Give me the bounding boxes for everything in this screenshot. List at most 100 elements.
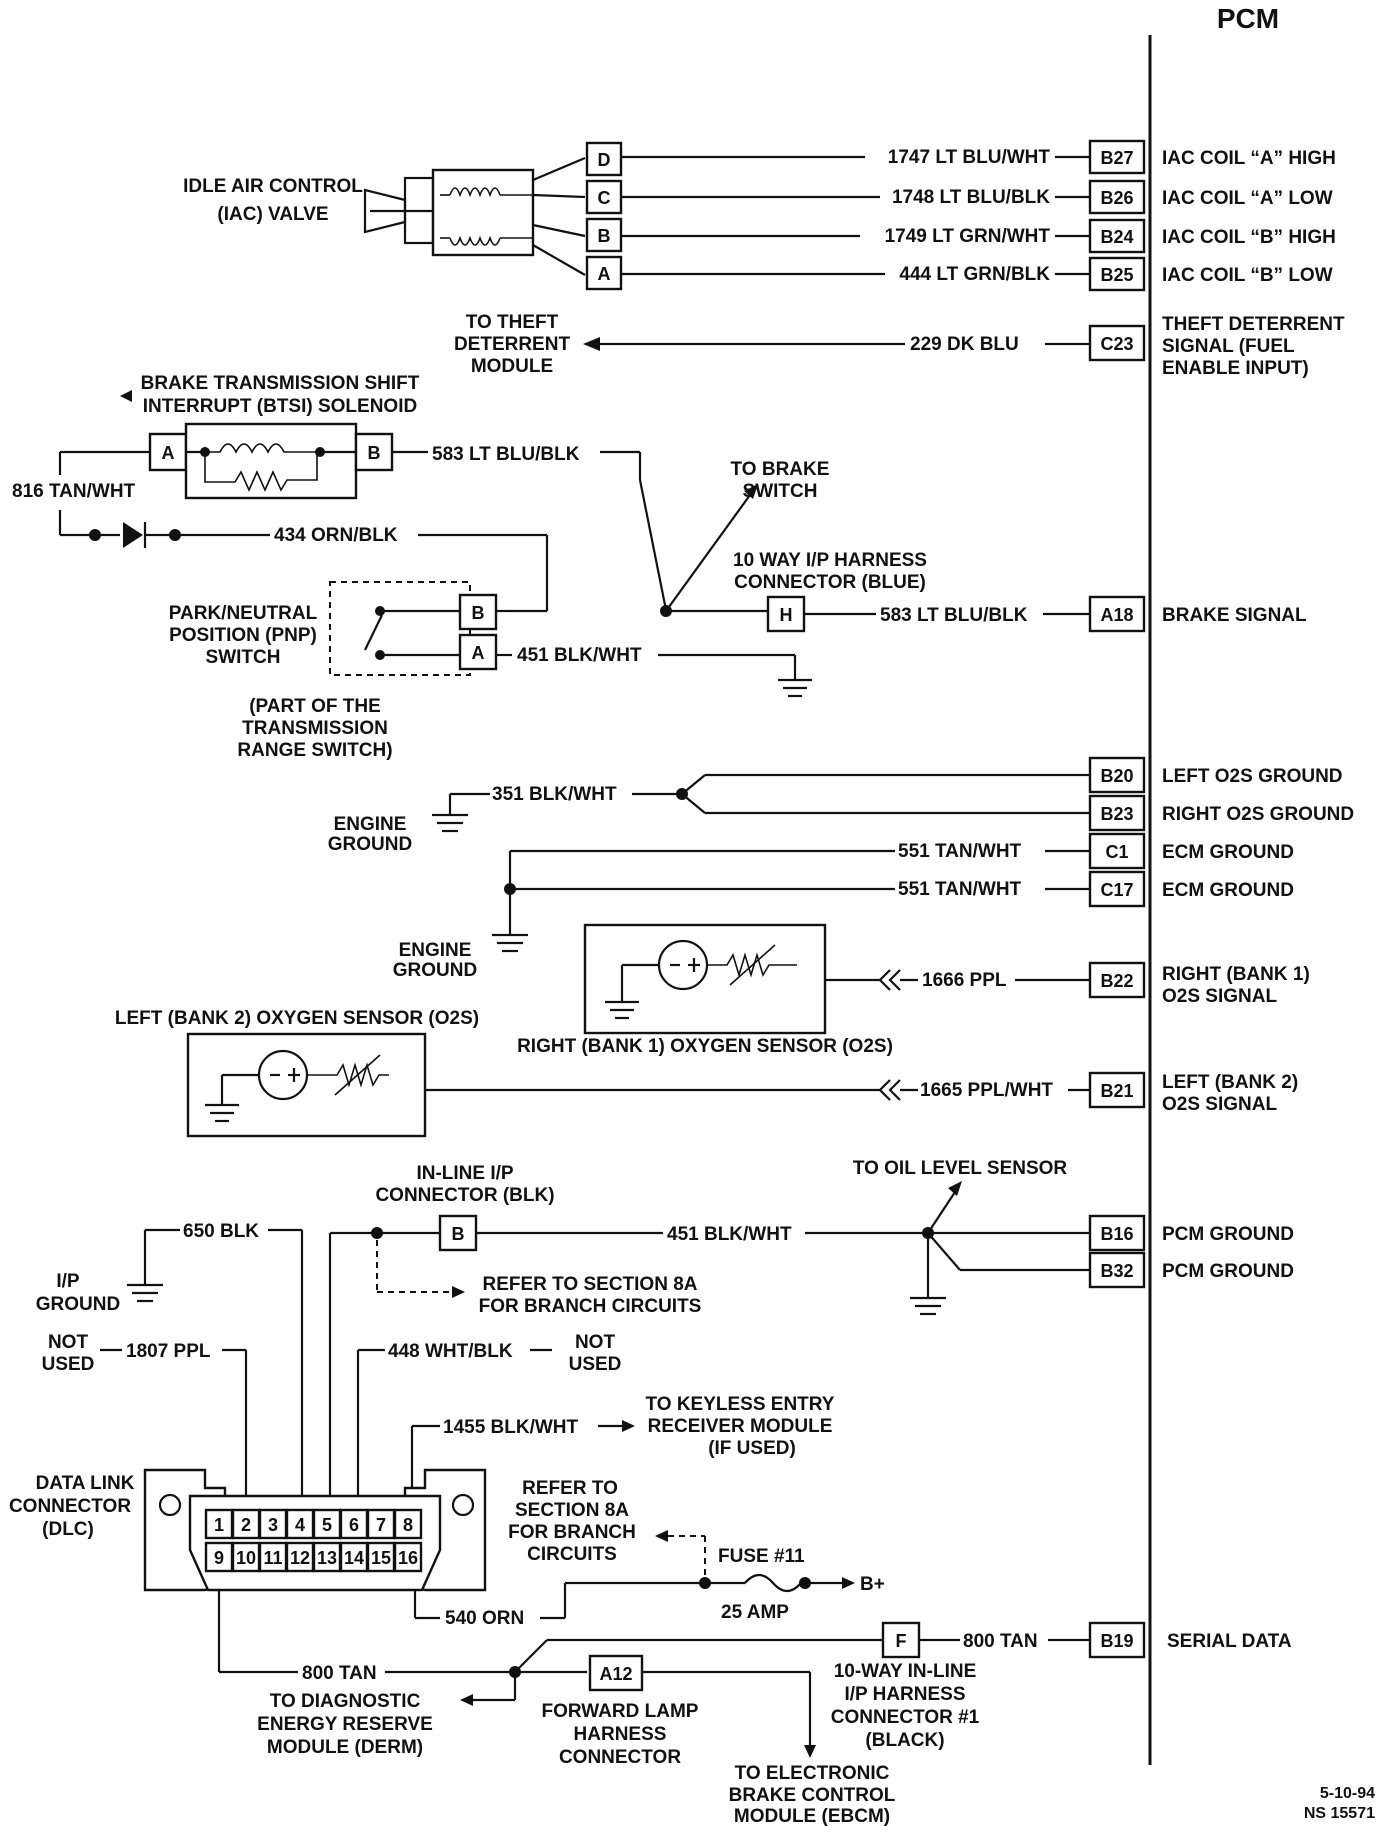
o2s-right-signal-1: RIGHT (BANK 1) (1162, 964, 1310, 985)
btsi-wire-583: 583 LT BLU/BLK (432, 444, 580, 465)
dlc-label-1: DATA LINK (36, 1473, 135, 1494)
brake-signal: BRAKE SIGNAL (1162, 605, 1307, 626)
dlc-pin-1: 1 (214, 1515, 224, 1535)
iac-coil-housing (431, 168, 535, 257)
footer-code: NS 15571 (1304, 1805, 1375, 1822)
pcm-ground-circuit: IN-LINE I/P CONNECTOR (BLK) B 451 BLK/WH… (330, 1158, 1294, 1317)
pnp-note-1: (PART OF THE (249, 696, 381, 717)
not-used-right-1: NOT (575, 1332, 616, 1353)
pcm-pin-b24: B24 (1100, 227, 1133, 247)
pcm-pin-b20: B20 (1100, 766, 1133, 786)
serial-connector-label-3: CONNECTOR #1 (831, 1707, 980, 1728)
iac-pin-b: B (598, 226, 611, 246)
pnp-wire-451: 451 BLK/WHT (517, 645, 642, 666)
ecm-wire-551-b: 551 TAN/WHT (898, 879, 1022, 900)
lamp-1: FORWARD LAMP (542, 1701, 699, 1722)
pnp-note-3: RANGE SWITCH) (237, 740, 392, 761)
pcm-pin-c1: C1 (1105, 842, 1128, 862)
theft-signal-2: SIGNAL (FUEL (1162, 336, 1295, 357)
dlc-pins-bottom: 9 10 11 12 13 14 15 16 (204, 1541, 423, 1573)
iac-pin-a: A (598, 264, 611, 284)
pcm-pin-b26: B26 (1100, 188, 1133, 208)
iac-wire-444: 444 LT GRN/BLK (899, 264, 1050, 285)
ecm-ground-circuit: 551 TAN/WHT 551 TAN/WHT ENGINE GROUND C1… (393, 832, 1294, 981)
pcm-pin-c23: C23 (1100, 334, 1133, 354)
dlc-pin-7: 7 (376, 1515, 386, 1535)
dlc-pin-15: 15 (371, 1548, 391, 1568)
refer-section-8a-1: REFER TO SECTION 8A (482, 1274, 697, 1295)
o2s-left-sensor-box (186, 1032, 427, 1138)
to-brake-switch-2: SWITCH (743, 481, 818, 502)
dlc-wire-800: 800 TAN (302, 1663, 377, 1684)
ebcm-3: MODULE (EBCM) (734, 1806, 890, 1826)
signal-ecm-ground-2: ECM GROUND (1162, 880, 1294, 901)
o2s-right-label: RIGHT (BANK 1) OXYGEN SENSOR (O2S) (517, 1036, 893, 1057)
iac-pin-d: D (598, 150, 611, 170)
iac-pin-c: C (598, 188, 611, 208)
ecm-wire-551-a: 551 TAN/WHT (898, 841, 1022, 862)
signal-iac-a-high: IAC COIL “A” HIGH (1162, 148, 1336, 169)
ebcm-1: TO ELECTRONIC (735, 1763, 890, 1784)
serial-wire-800: 800 TAN (963, 1631, 1038, 1652)
to-brake-switch-1: TO BRAKE (731, 459, 830, 480)
engine-ground-2a: ENGINE (399, 940, 472, 961)
o2s-right-wire-1666: 1666 PPL (922, 970, 1007, 991)
pnp-switch: PARK/NEUTRAL POSITION (PNP) SWITCH B A 4… (169, 581, 812, 761)
dlc-pin-6: 6 (349, 1515, 359, 1535)
dlc-label-3: (DLC) (42, 1519, 94, 1540)
pcm-pin-b32: B32 (1100, 1261, 1133, 1281)
pcm-pin-b25: B25 (1100, 265, 1133, 285)
dlc-refer-1: REFER TO (522, 1478, 618, 1499)
dlc-refer-3: FOR BRANCH (508, 1522, 636, 1543)
derm-1: TO DIAGNOSTIC (270, 1691, 421, 1712)
dlc-pin-5: 5 (322, 1515, 332, 1535)
dlc-pin-2: 2 (241, 1515, 251, 1535)
dlc-pins-top: 1 2 3 4 5 6 7 8 (204, 1508, 423, 1540)
dlc-pin-12: 12 (290, 1548, 310, 1568)
lamp-2: HARNESS (574, 1724, 667, 1745)
theft-signal-1: THEFT DETERRENT (1162, 314, 1345, 335)
iac-wire-1749: 1749 LT GRN/WHT (885, 226, 1051, 247)
signal-ecm-ground-1: ECM GROUND (1162, 842, 1294, 863)
iac-coil-b (449, 235, 501, 246)
pcm-pin-b27: B27 (1100, 148, 1133, 168)
brake-circuit: TO BRAKE SWITCH 10 WAY I/P HARNESS CONNE… (660, 459, 1307, 633)
iac-coil-a (449, 187, 501, 198)
lamp-3: CONNECTOR (559, 1747, 681, 1768)
pcm-ground-wire-451: 451 BLK/WHT (667, 1224, 792, 1245)
pnp-label-1: PARK/NEUTRAL (169, 603, 318, 624)
signal-pcm-ground-1: PCM GROUND (1162, 1224, 1294, 1245)
lamp-connector-pin-a12: A12 (599, 1664, 632, 1684)
pcm-pin-b23: B23 (1100, 804, 1133, 824)
dlc-refer-4: CIRCUITS (527, 1544, 617, 1565)
engine-ground-1a: ENGINE (334, 814, 407, 835)
iac-pintle (363, 188, 407, 234)
o2s-ground-circuit: ENGINE GROUND 351 BLK/WHT B20 LEFT O2S G… (328, 756, 1354, 855)
keyless-3: (IF USED) (708, 1438, 796, 1459)
brake-connector-pin-h: H (780, 605, 793, 625)
serial-connector-label-4: (BLACK) (865, 1730, 944, 1751)
keyless-1: TO KEYLESS ENTRY (646, 1394, 835, 1415)
dlc-pin-13: 13 (317, 1548, 337, 1568)
derm-3: MODULE (DERM) (267, 1737, 423, 1758)
signal-left-o2s-ground: LEFT O2S GROUND (1162, 766, 1343, 787)
fuse-amp: 25 AMP (721, 1602, 789, 1623)
signal-iac-b-low: IAC COIL “B” LOW (1162, 265, 1333, 286)
serial-data-circuit: F 800 TAN B19 SERIAL DATA A12 TO DIAGNOS… (257, 1621, 1292, 1826)
derm-2: ENERGY RESERVE (257, 1714, 433, 1735)
engine-ground-1b: GROUND (328, 834, 412, 855)
dlc-pin-14: 14 (344, 1548, 364, 1568)
theft-signal-3: ENABLE INPUT) (1162, 358, 1309, 379)
o2s-ground-wire-351: 351 BLK/WHT (492, 784, 617, 805)
signal-iac-b-high: IAC COIL “B” HIGH (1162, 227, 1336, 248)
btsi-pin-a: A (162, 443, 175, 463)
iac-pcm-pins: B27 IAC COIL “A” HIGH B26 IAC COIL “A” L… (1088, 139, 1336, 292)
o2s-left-signal-1: LEFT (BANK 2) (1162, 1072, 1298, 1093)
engine-ground-2b: GROUND (393, 960, 477, 981)
not-used-left-2: USED (42, 1354, 95, 1375)
theft-module-2: DETERRENT (454, 334, 571, 355)
iac-wire-1748: 1748 LT BLU/BLK (892, 187, 1050, 208)
pnp-dashed-outline (329, 581, 471, 676)
dlc-pin-3: 3 (268, 1515, 278, 1535)
serial-connector-label-2: I/P HARNESS (844, 1684, 965, 1705)
